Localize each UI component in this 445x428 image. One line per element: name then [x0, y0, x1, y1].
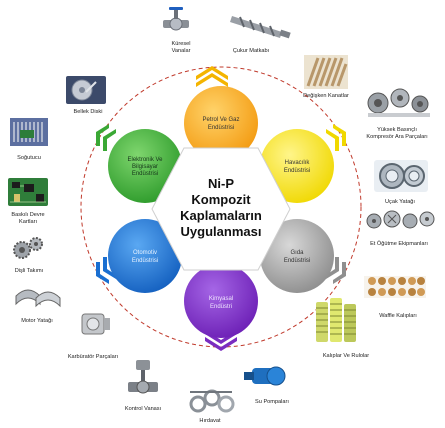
sector-havacilik-label-1: Havacılık — [285, 160, 311, 166]
center-title-line-4: Uygulanması — [181, 224, 262, 239]
sector-kimyasal: Kimyasal Endüstri — [184, 264, 258, 338]
sector-gida: Gıda Endüstrisi — [260, 219, 334, 293]
meat-grinder-parts-image — [366, 210, 435, 229]
label-cukur-matkabi: Çukur Matkabı — [233, 48, 270, 54]
pcb-image — [8, 178, 48, 206]
label-yuksek-basincli-2: Kompresör Ara Parçaları — [366, 134, 428, 140]
aircraft-bearing-image — [374, 160, 428, 192]
sector-kimyasal-label-1: Kimyasal — [209, 296, 233, 302]
label-kuresel-vanalar-1: Küresel — [172, 41, 191, 47]
sector-petrol-label-1: Petrol Ve Gaz — [202, 117, 239, 123]
water-pump-image — [244, 366, 286, 386]
center-title-line-3: Kaplamaların — [180, 208, 262, 223]
label-motor-yatagi: Motor Yatağı — [21, 318, 53, 324]
label-su-pompalari: Su Pompaları — [255, 399, 289, 405]
label-sogutucu: Soğutucu — [17, 155, 41, 161]
sector-elektronik-label-1: Elektronik Ve — [127, 157, 163, 163]
label-ucak-yatagi: Uçak Yatağı — [385, 199, 415, 205]
sector-otomotiv: Otomotiv Endüstrisi — [108, 219, 182, 293]
center-hexagon — [151, 147, 291, 271]
label-et-ogutme: Et Öğütme Ekipmanları — [370, 240, 428, 247]
molds-rolls-image — [316, 298, 356, 342]
label-hirdavat: Hırdavat — [199, 418, 221, 424]
sector-gida-label-1: Gıda — [290, 250, 304, 256]
sector-havacilik: Havacılık Endüstrisi — [260, 129, 334, 203]
sector-petrol: Petrol Ve Gaz Endüstrisi — [184, 86, 258, 160]
heatsink-image — [10, 118, 48, 146]
label-yuksek-basincli-1: Yüksek Basınçlı — [377, 127, 417, 133]
sector-gida-label-2: Endüstrisi — [284, 258, 310, 264]
carburetor-parts-image — [81, 313, 110, 335]
label-karburator: Karbüratör Parçaları — [68, 354, 119, 360]
gear-set-image — [13, 237, 43, 259]
chevron-right-upper — [326, 124, 346, 151]
engine-bearing-image — [15, 289, 61, 308]
sector-elektronik-label-2: Bilgisayar — [132, 164, 158, 170]
label-bellek-diski: Bellek Diski — [74, 109, 103, 115]
label-kuresel-vanalar-2: Vanalar — [172, 48, 191, 54]
label-kaliplar-rulolar: Kalıplar Ve Rulolar — [323, 353, 369, 359]
sector-havacilik-label-2: Endüstrisi — [284, 168, 310, 174]
ball-valve-image — [163, 7, 189, 31]
chevron-bottom — [205, 330, 237, 351]
sector-petrol-label-2: Endüstrisi — [208, 125, 234, 131]
sector-otomotiv-label-2: Endüstrisi — [132, 258, 158, 264]
waffle-molds-image — [364, 276, 426, 298]
sector-elektronik-label-3: Endüstrisi — [132, 171, 158, 177]
variable-vanes-image — [304, 55, 348, 89]
label-degisken-kanatlar: Değişken Kanatlar — [303, 93, 349, 99]
compressor-parts-image — [367, 88, 430, 117]
sector-elektronik: Elektronik Ve Bilgisayar Endüstrisi — [108, 129, 182, 203]
center-title-line-2: Kompozit — [191, 192, 251, 207]
label-waffle: Waffle Kalıpları — [379, 313, 417, 319]
drill-bit-image — [230, 16, 291, 39]
chevron-top — [196, 66, 228, 87]
label-kontrol-vanasi: Kontrol Vanası — [125, 406, 162, 412]
sector-kimyasal-label-2: Endüstri — [210, 304, 232, 310]
label-disli-takimi: Dişli Takımı — [15, 268, 44, 274]
label-baskili-devre-2: Kartları — [19, 219, 37, 225]
sector-otomotiv-label-1: Otomotiv — [133, 250, 157, 256]
control-valve-image — [128, 360, 158, 394]
center-title-line-1: Ni-P — [208, 176, 234, 191]
hardware-image — [189, 389, 235, 413]
chevron-left-upper — [96, 124, 116, 151]
hard-disk-image — [66, 76, 106, 104]
label-baskili-devre-1: Baskılı Devre — [11, 212, 44, 218]
